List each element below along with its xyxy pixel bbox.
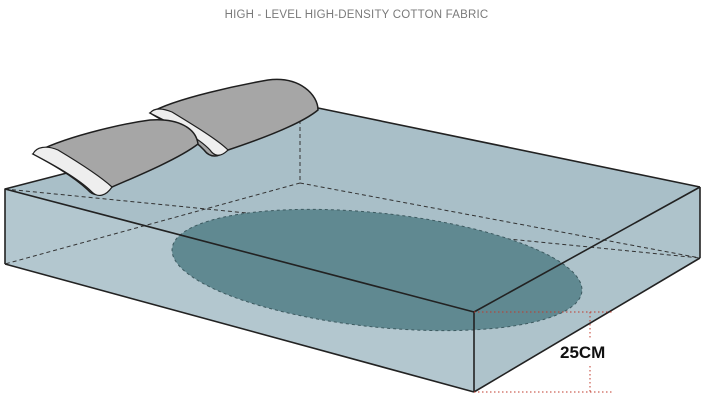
diagram-title: HIGH - LEVEL HIGH-DENSITY COTTON FABRIC <box>224 9 489 21</box>
height-dimension-marker <box>474 311 612 393</box>
hidden-edges <box>4 113 701 265</box>
height-dimension-label: 25CM <box>560 343 606 362</box>
wet-area-ellipse <box>171 208 583 332</box>
mattress-right-face <box>474 187 700 392</box>
pillow-front <box>31 119 199 197</box>
